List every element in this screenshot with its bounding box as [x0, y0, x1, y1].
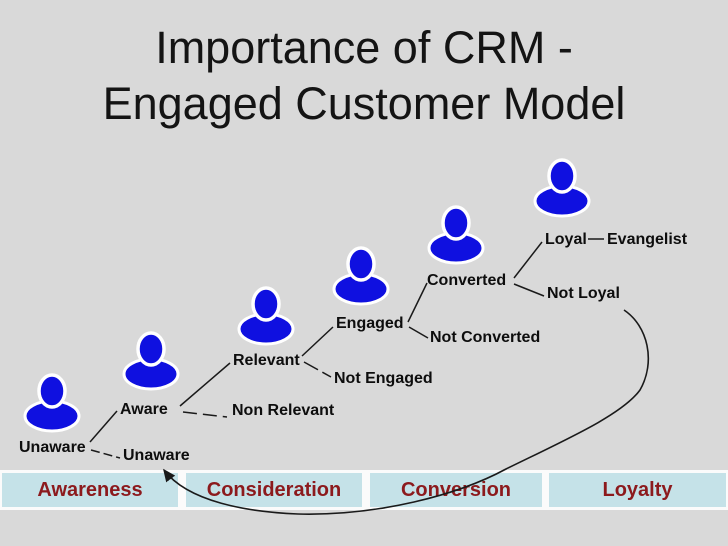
label-aware: Aware [120, 401, 168, 418]
person-icons [23, 158, 591, 433]
label-relevant: Relevant [233, 352, 300, 369]
label-unaware-branch: Unaware [123, 447, 190, 464]
connector-edges [89, 238, 604, 459]
label-unaware-stage: Unaware [19, 439, 86, 456]
phase-label-conversion: Conversion [400, 478, 512, 501]
edge-aware-relevant [179, 362, 231, 407]
phase-bar-awareness: Awareness [2, 473, 178, 507]
phase-label-awareness: Awareness [37, 478, 143, 501]
person-icon-relevant [237, 286, 295, 346]
edge-engaged-not-converted [408, 326, 429, 339]
edge-unaware-aware [89, 410, 118, 443]
person-icon-aware [122, 331, 180, 391]
label-not-engaged: Not Engaged [334, 370, 433, 387]
label-evangelist: Evangelist [607, 231, 688, 248]
phase-bar-consideration: Consideration [186, 473, 362, 507]
edge-converted-not-loyal [513, 283, 545, 297]
phase-bar-loyalty: Loyalty [549, 473, 726, 507]
edge-unaware-unaware-branch [90, 449, 121, 459]
slide-title-line1: Importance of CRM - [155, 22, 573, 73]
edge-relevant-engaged [301, 326, 334, 357]
person-icon-converted [427, 205, 485, 265]
label-engaged: Engaged [336, 315, 404, 332]
label-non-relevant: Non Relevant [232, 402, 335, 419]
edge-converted-loyal [513, 241, 543, 279]
edge-relevant-not-engaged [303, 361, 332, 378]
phase-label-loyalty: Loyalty [602, 478, 673, 501]
label-loyal: Loyal [545, 231, 587, 248]
slide-title-line2: Engaged Customer Model [102, 78, 626, 129]
edge-aware-non-relevant [182, 411, 228, 418]
person-icon-loyal [533, 158, 591, 218]
person-icon-unaware [23, 373, 81, 433]
label-not-loyal: Not Loyal [547, 285, 620, 302]
label-converted: Converted [427, 272, 507, 289]
person-icon-engaged [332, 246, 390, 306]
label-not-converted: Not Converted [430, 329, 541, 346]
phase-label-consideration: Consideration [206, 478, 342, 501]
slide-title: Importance of CRM - Engaged Customer Mod… [0, 20, 728, 132]
edge-engaged-converted [407, 282, 428, 323]
phase-bar-conversion: Conversion [370, 473, 542, 507]
